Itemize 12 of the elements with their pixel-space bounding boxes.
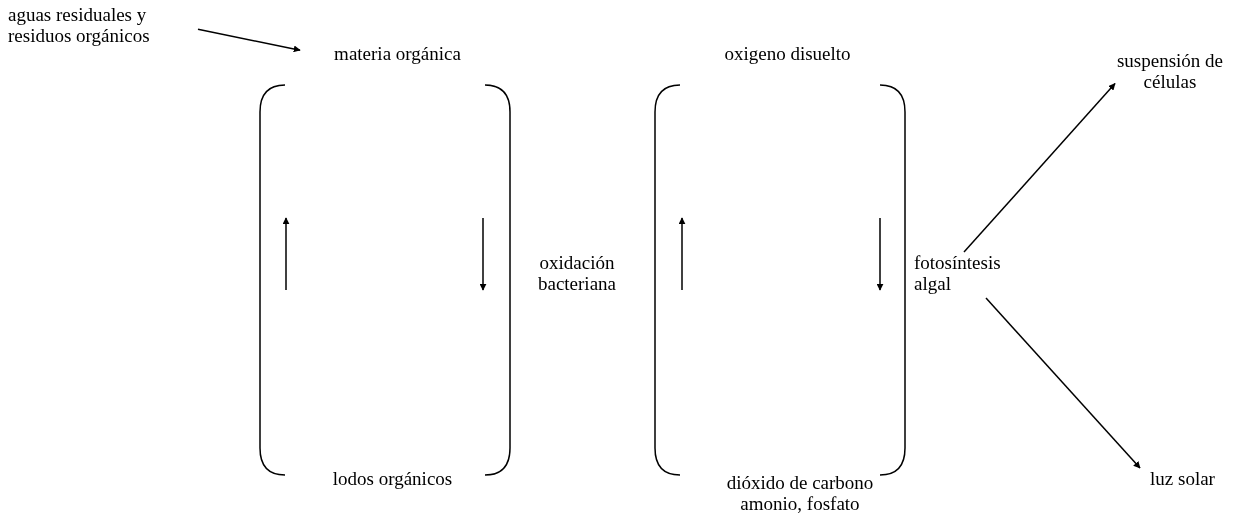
node-label: oxigeno disuelto (723, 43, 852, 64)
arrow (197, 28, 301, 53)
arrow (985, 297, 1141, 469)
node-label: fotosíntesis algal (914, 252, 1002, 294)
node-label: luz solar (1149, 468, 1216, 489)
arrow (963, 82, 1116, 253)
node-label: oxidación bacteriana (536, 252, 618, 294)
node-label: materia orgánica (333, 43, 462, 64)
node-label: aguas residuales y residuos orgánicos (8, 4, 151, 46)
node-label: lodos orgánicos (331, 468, 454, 489)
node-label: dióxido de carbono amonio, fosfato (725, 472, 875, 514)
node-label: suspensión de células (1115, 50, 1225, 92)
